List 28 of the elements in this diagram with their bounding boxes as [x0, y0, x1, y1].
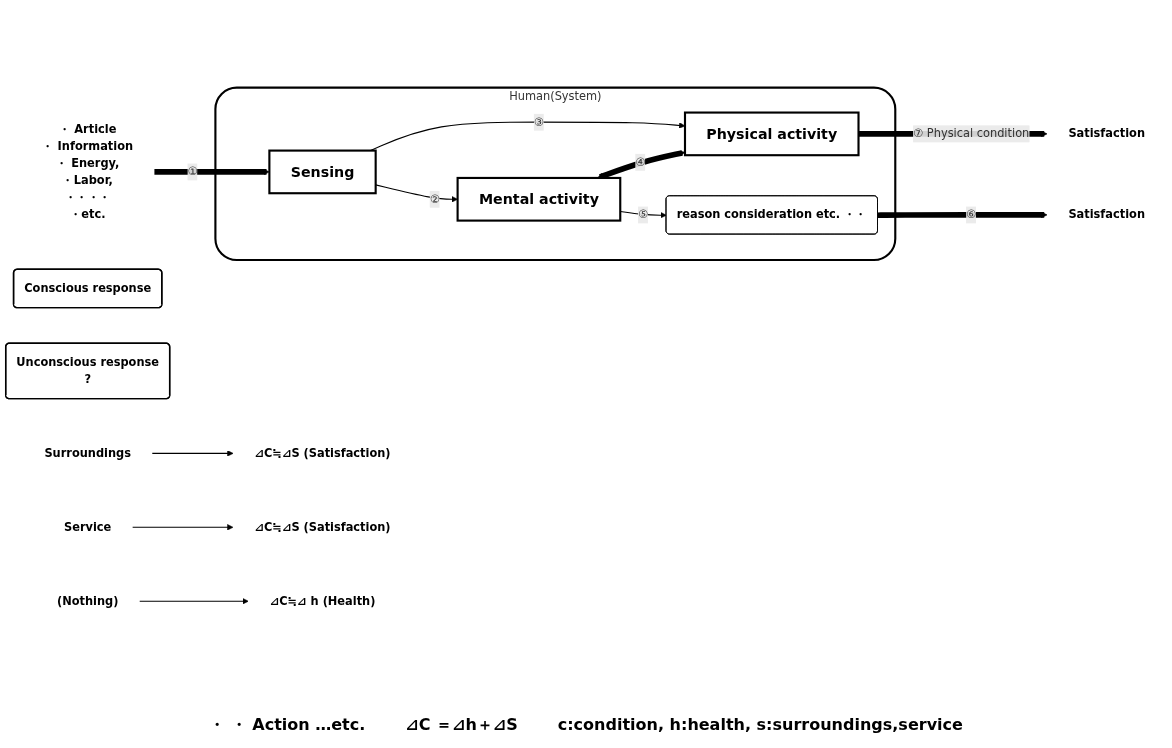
edge-label: ⑥	[966, 208, 977, 222]
note-text: ⊿C ＝⊿h＋⊿S	[405, 715, 518, 736]
node-box: Sensing	[268, 149, 377, 195]
note-text: ・ ・ Action …etc.	[209, 715, 366, 736]
arrow	[151, 450, 234, 457]
arrow	[154, 169, 270, 176]
note-text: c:condition, h:health, s:surroundings,service	[557, 715, 963, 736]
node-text: (Nothing)	[56, 594, 119, 609]
edge-label: ③	[533, 115, 545, 130]
node-text: Surroundings	[44, 446, 131, 461]
arrow	[132, 524, 234, 531]
node-text: Satisfaction	[1068, 208, 1145, 222]
edge-label: ⑦ Physical condition	[913, 127, 1030, 141]
node-text: ⊿C≒⊿S (Satisfaction)	[254, 446, 391, 461]
node-text: ・ Article ・ Information ・ Energy, ・Labor, ・・・・ ・etc.	[42, 122, 134, 222]
node-text: ⊿C≒⊿ h (Health)	[269, 594, 376, 609]
edge-label: ①	[187, 165, 198, 179]
arrow	[375, 184, 458, 203]
node-text: Service	[64, 520, 112, 535]
arrow	[877, 212, 1048, 219]
edge-label: ②	[429, 192, 440, 207]
arrow	[139, 598, 249, 605]
node-box: Physical activity	[683, 111, 860, 157]
node-text: Satisfaction	[1068, 127, 1145, 141]
node-box: Mental activity	[456, 177, 622, 223]
node-text: ⊿C≒⊿S (Satisfaction)	[254, 520, 391, 535]
edge-label: ④	[635, 155, 646, 170]
edge-label: ⑤	[638, 208, 649, 222]
